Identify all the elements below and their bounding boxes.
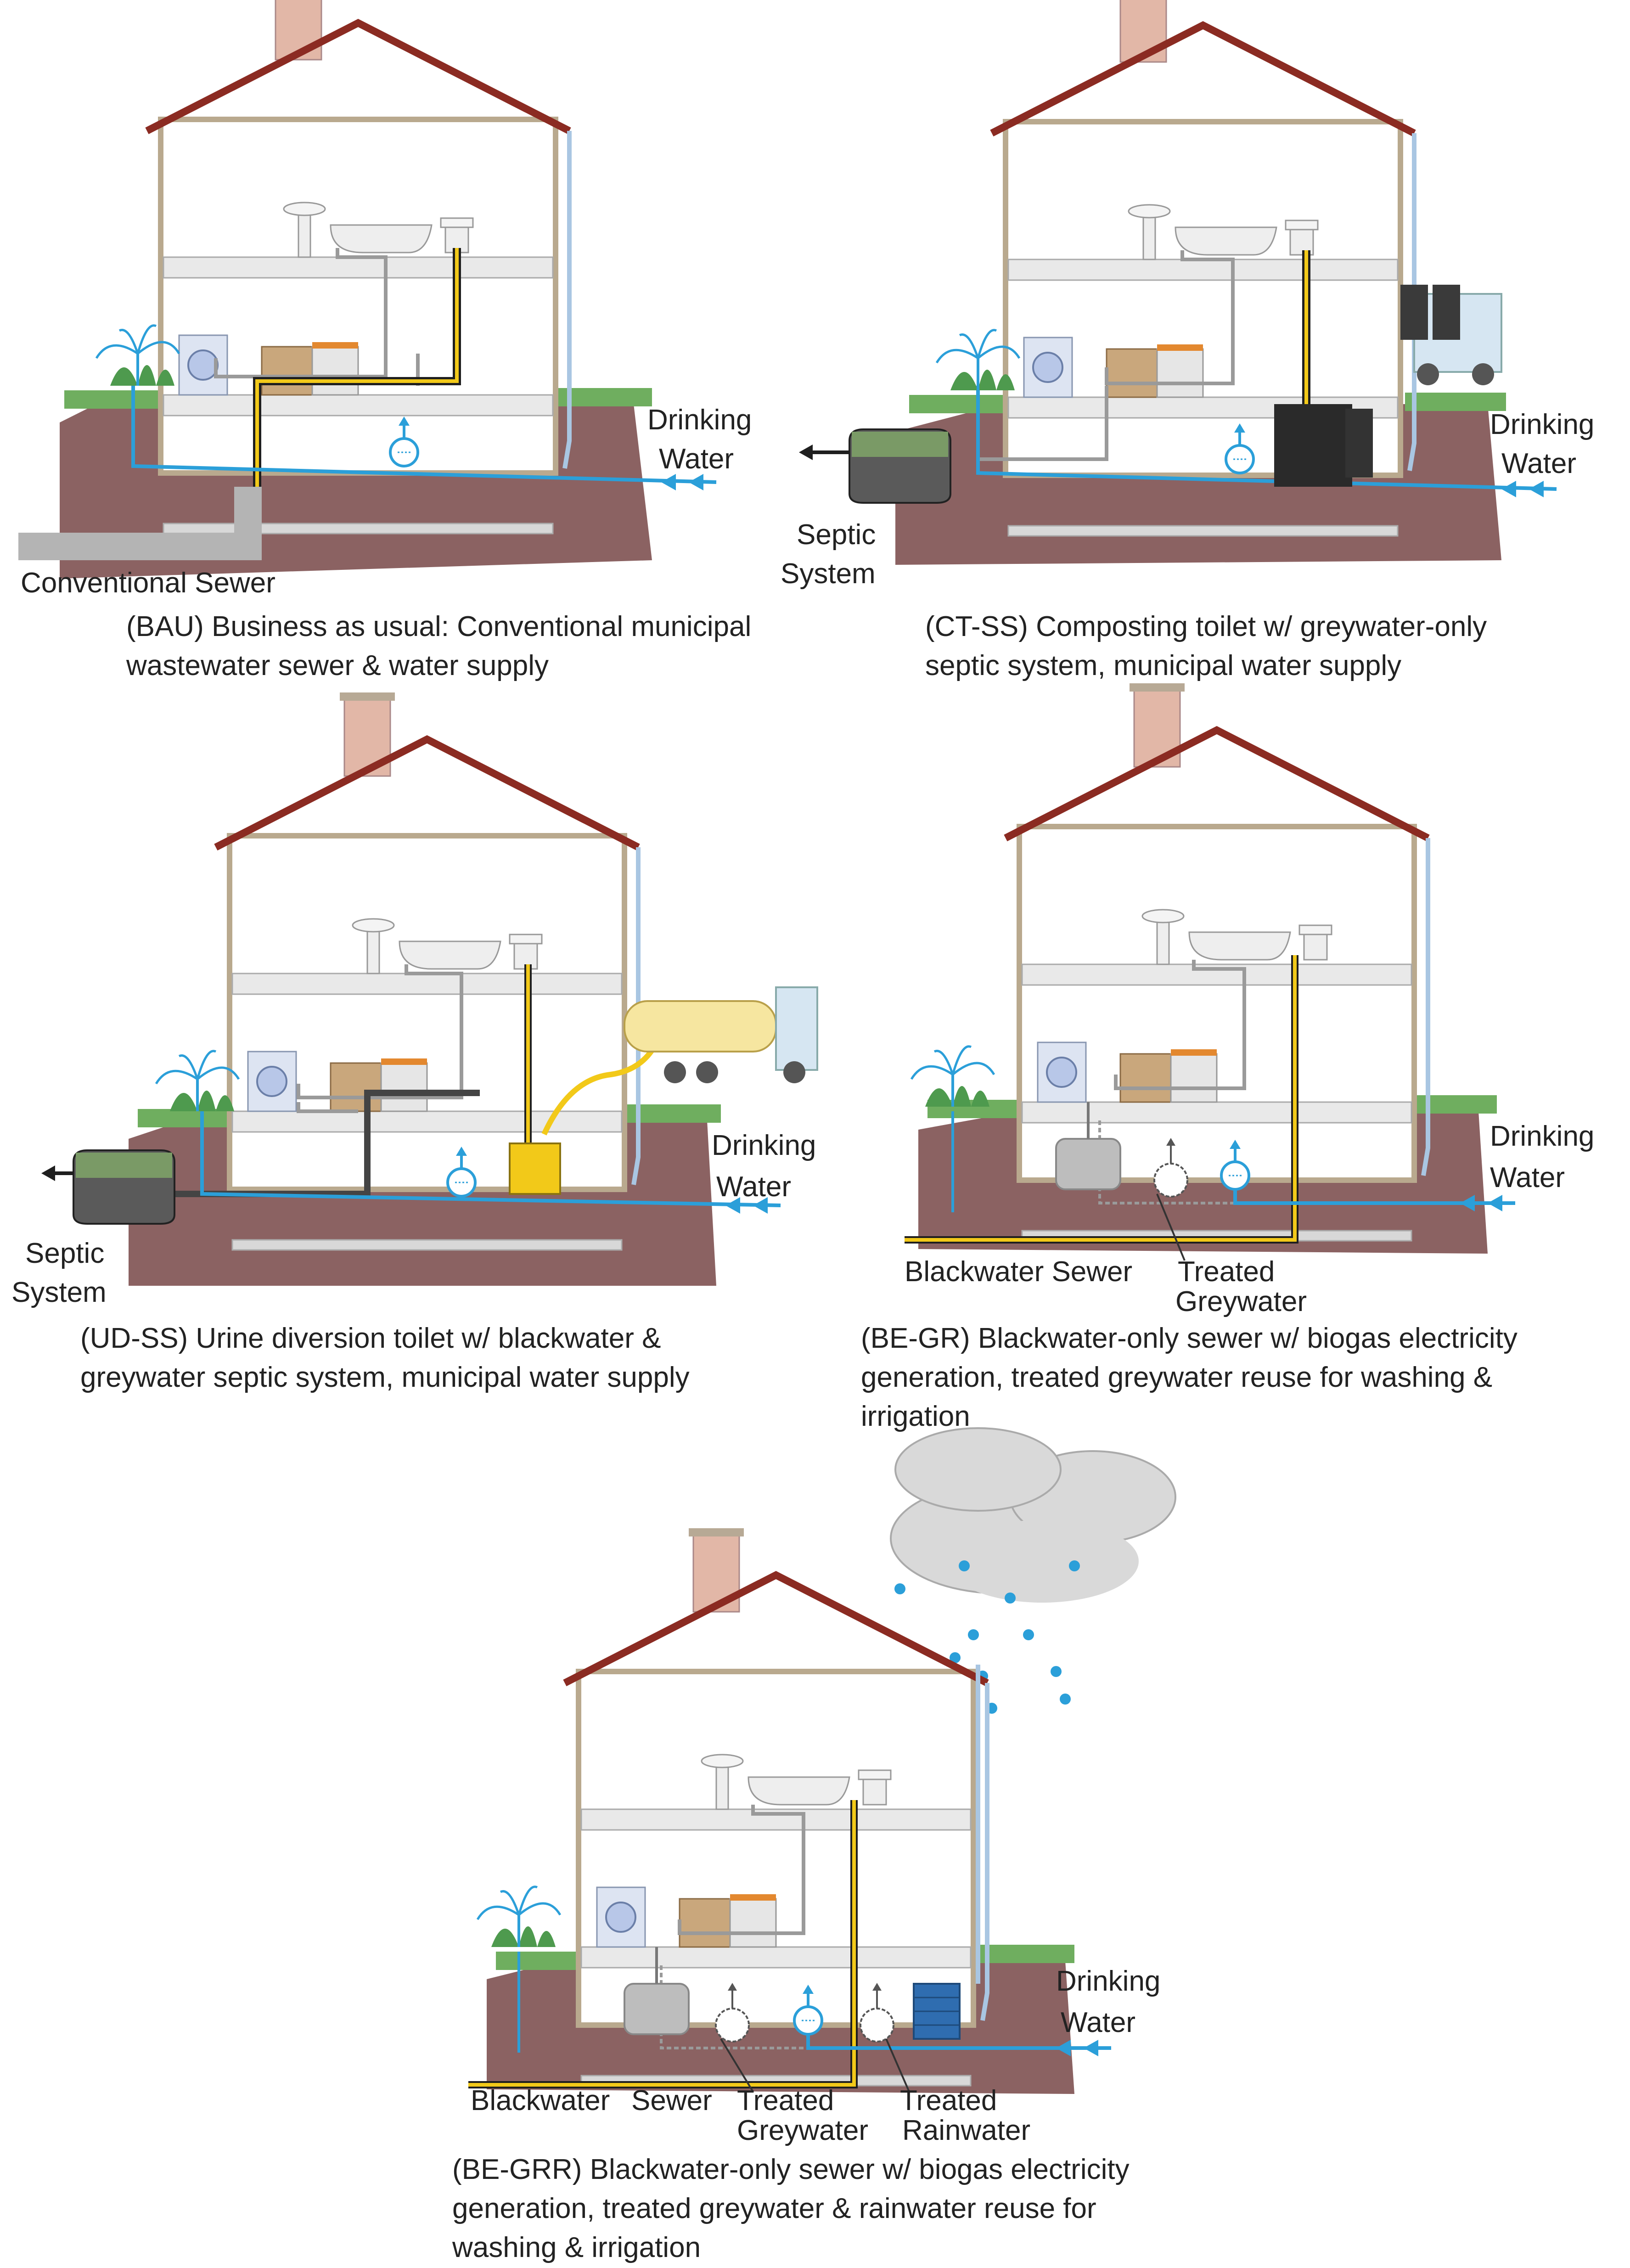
be-grr-caption-line-1: (BE-GRR) Blackwater-only sewer w/ biogas… bbox=[452, 2154, 1130, 2185]
be-gr-caption-line-1: (BE-GR) Blackwater-only sewer w/ biogas … bbox=[861, 1323, 1518, 1354]
bau-house bbox=[147, 0, 569, 534]
ud-drinking-label-2: Water bbox=[716, 1171, 791, 1203]
bau-pipes bbox=[18, 248, 717, 560]
panel-bau: Drinking Water Conventional Sewer (BAU) … bbox=[18, 0, 752, 681]
be-gr-drinking-label-1: Drinking bbox=[1490, 1120, 1594, 1152]
ud-drinking-label-1: Drinking bbox=[712, 1130, 816, 1161]
be-grr-pipes bbox=[468, 1665, 1111, 2088]
be-gr-sprinkler-icon bbox=[911, 1047, 994, 1107]
be-gr-caption-line-3: irrigation bbox=[861, 1401, 970, 1432]
ud-septic-label-1: Septic bbox=[25, 1238, 104, 1269]
be-grr-blackwater-label: Blackwater bbox=[471, 2085, 610, 2116]
be-grr-sprinkler-icon bbox=[478, 1887, 560, 1947]
ud-urine-tank-icon bbox=[509, 1142, 561, 1195]
be-gr-treatment-unit-icon bbox=[1153, 1138, 1188, 1198]
be-grr-caption-line-3: washing & irrigation bbox=[452, 2232, 701, 2263]
ct-septic-tank-icon bbox=[799, 428, 951, 504]
ud-pipes bbox=[174, 964, 781, 1207]
be-grr-treated-rain-label-1: Treated bbox=[900, 2085, 997, 2116]
bau-drinking-arrow-icon bbox=[661, 474, 676, 490]
ct-septic-label-2: System bbox=[781, 558, 876, 590]
bau-caption-line-1: (BAU) Business as usual: Conventional mu… bbox=[126, 611, 751, 642]
be-grr-sewer-label: Sewer bbox=[631, 2085, 712, 2116]
bau-drinking-arrow-icon-2 bbox=[689, 474, 703, 490]
be-grr-grey-treatment-icon bbox=[715, 1983, 750, 2043]
ct-pipes bbox=[976, 250, 1557, 491]
ct-septic-label-1: Septic bbox=[797, 519, 876, 551]
panel-ct-ss: Drinking Water Septic System (CT-SS) Com… bbox=[781, 0, 1594, 681]
ud-septic-tank-icon bbox=[41, 1149, 175, 1225]
ud-house bbox=[216, 692, 638, 1250]
ct-drinking-label-1: Drinking bbox=[1490, 409, 1594, 440]
panel-be-grr: Drinking Water Blackwater Sewer Treated … bbox=[452, 1427, 1176, 2263]
be-gr-treated-label-2: Greywater bbox=[1175, 1286, 1307, 1317]
ud-septic-label-2: System bbox=[11, 1277, 107, 1308]
be-gr-blackwater-sewer-label: Blackwater Sewer bbox=[905, 1256, 1132, 1288]
ct-truck-icon bbox=[1400, 285, 1502, 385]
ct-drinking-arrow-icon-2 bbox=[1529, 481, 1544, 497]
be-grr-biogas-tank-icon bbox=[624, 1947, 690, 2035]
be-grr-treated-grey-label-1: Treated bbox=[737, 2085, 834, 2116]
bau-drinking-label-2: Water bbox=[659, 443, 734, 475]
be-grr-leader-line-rain bbox=[885, 2038, 910, 2092]
be-grr-leader-line-grey bbox=[720, 2038, 754, 2093]
be-grr-drinking-label-2: Water bbox=[1061, 2007, 1135, 2038]
be-gr-drinking-label-2: Water bbox=[1490, 1162, 1565, 1193]
be-grr-drinking-arrow-icon-2 bbox=[1084, 2040, 1098, 2056]
ct-caption-line-1: (CT-SS) Composting toilet w/ greywater-o… bbox=[925, 611, 1487, 642]
ct-drinking-label-2: Water bbox=[1501, 448, 1576, 479]
be-gr-biogas-tank-icon bbox=[1055, 1102, 1121, 1190]
bau-drinking-label-1: Drinking bbox=[647, 404, 752, 436]
be-grr-rain-treatment-icon bbox=[860, 1983, 894, 2043]
panel-ud-ss: Drinking Water Septic System (UD-SS) Uri… bbox=[11, 692, 818, 1393]
ct-drinking-arrow-icon bbox=[1501, 481, 1516, 497]
ct-caption-line-2: septic system, municipal water supply bbox=[925, 650, 1401, 681]
ud-caption-line-2: greywater septic system, municipal water… bbox=[80, 1362, 690, 1393]
be-gr-caption-line-2: generation, treated greywater reuse for … bbox=[861, 1362, 1492, 1393]
be-grr-treated-grey-label-2: Greywater bbox=[737, 2115, 868, 2146]
be-gr-treated-label-1: Treated bbox=[1178, 1256, 1275, 1288]
be-grr-rain-tank-icon bbox=[913, 1983, 961, 2040]
ud-sprinkler-icon bbox=[156, 1051, 239, 1111]
panel-be-gr: Drinking Water Blackwater Sewer Treated … bbox=[861, 683, 1594, 1432]
be-gr-leader-line bbox=[1156, 1193, 1186, 1261]
bau-caption-line-2: wastewater sewer & water supply bbox=[126, 650, 549, 681]
be-grr-caption-line-2: generation, treated greywater & rainwate… bbox=[452, 2193, 1096, 2224]
be-grr-cloud-icon bbox=[890, 1427, 1176, 1714]
be-gr-drinking-arrow-icon-2 bbox=[1488, 1195, 1502, 1211]
be-grr-drinking-label-1: Drinking bbox=[1056, 1965, 1160, 1997]
ud-tanker-truck-icon bbox=[624, 986, 818, 1083]
bau-conventional-sewer-label: Conventional Sewer bbox=[21, 567, 275, 599]
be-grr-treated-rain-label-2: Rainwater bbox=[902, 2115, 1030, 2146]
ct-composting-bin-icon bbox=[1274, 404, 1373, 487]
ud-caption-line-1: (UD-SS) Urine diversion toilet w/ blackw… bbox=[80, 1323, 661, 1354]
